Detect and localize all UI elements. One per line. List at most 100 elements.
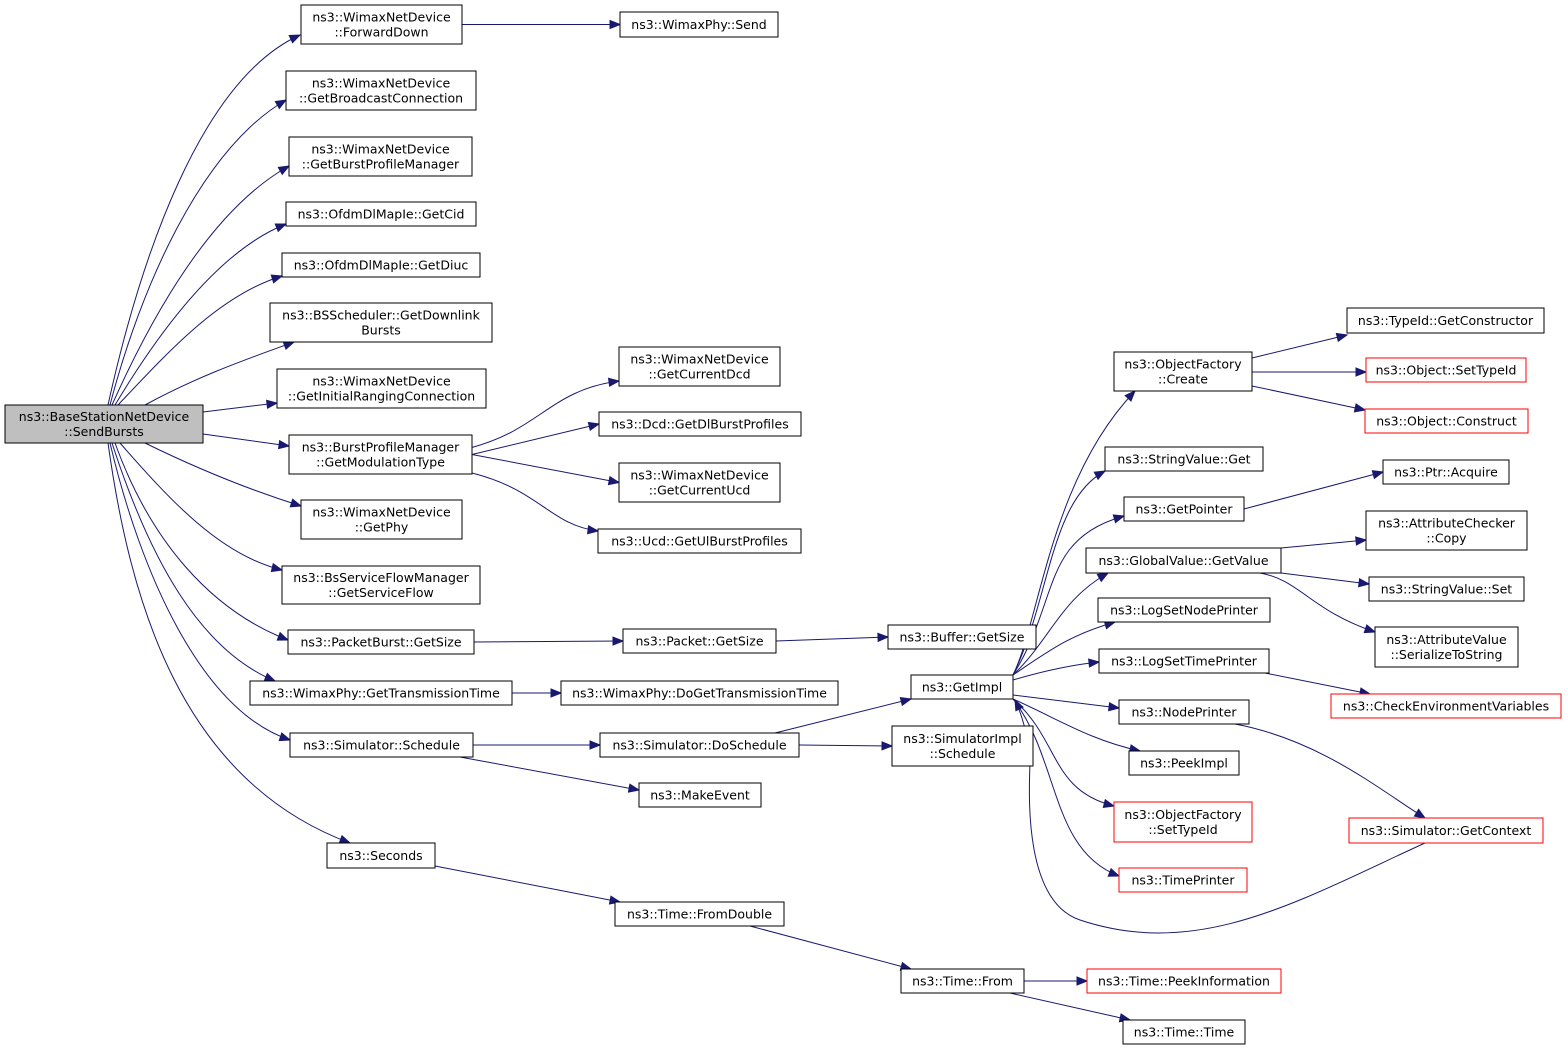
node-box[interactable] <box>618 462 781 503</box>
node-getTransmissionTime[interactable]: ns3::WimaxPhy::GetTransmissionTime <box>249 680 513 706</box>
node-box[interactable] <box>638 782 762 808</box>
node-box[interactable] <box>598 411 802 437</box>
node-box[interactable] <box>289 732 474 758</box>
node-box[interactable] <box>1118 867 1248 893</box>
node-getInitialRanging[interactable]: ns3::WimaxNetDevice::GetInitialRangingCo… <box>276 368 487 409</box>
node-box[interactable] <box>1104 446 1264 472</box>
node-timePrinter[interactable]: ns3::TimePrinter <box>1118 867 1248 893</box>
node-box[interactable] <box>622 628 777 654</box>
node-box[interactable] <box>1128 750 1240 776</box>
node-box[interactable] <box>891 725 1034 767</box>
node-getBurstProfileMgr[interactable]: ns3::WimaxNetDevice::GetBurstProfileMana… <box>288 136 473 177</box>
node-getCurrentUcd[interactable]: ns3::WimaxNetDevice::GetCurrentUcd <box>618 462 781 503</box>
node-box[interactable] <box>1364 408 1529 434</box>
node-box[interactable] <box>1085 547 1282 574</box>
node-box[interactable] <box>1365 357 1527 383</box>
node-seconds[interactable]: ns3::Seconds <box>326 842 436 869</box>
node-stringValueGet[interactable]: ns3::StringValue::Get <box>1104 446 1264 472</box>
node-logSetTimePrinter[interactable]: ns3::LogSetTimePrinter <box>1098 648 1270 674</box>
node-ptrAcquire[interactable]: ns3::Ptr::Acquire <box>1382 459 1510 485</box>
node-box[interactable] <box>300 4 463 45</box>
node-getBroadcast[interactable]: ns3::WimaxNetDevice::GetBroadcastConnect… <box>285 70 477 111</box>
node-simSchedule[interactable]: ns3::Simulator::Schedule <box>289 732 474 758</box>
node-box[interactable] <box>1365 510 1528 551</box>
node-timeFromDouble[interactable]: ns3::Time::FromDouble <box>614 901 785 927</box>
node-box[interactable] <box>326 842 436 869</box>
node-box[interactable] <box>1097 597 1271 623</box>
node-timeFrom[interactable]: ns3::Time::From <box>900 968 1025 994</box>
node-getImpl[interactable]: ns3::GetImpl <box>910 674 1014 700</box>
node-timeTime[interactable]: ns3::Time::Time <box>1122 1019 1246 1045</box>
node-peekInformation[interactable]: ns3::Time::PeekInformation <box>1086 968 1282 994</box>
node-box[interactable] <box>1382 459 1510 485</box>
node-box[interactable] <box>1113 801 1253 843</box>
node-box[interactable] <box>618 346 781 387</box>
node-box[interactable] <box>1113 351 1253 392</box>
node-typeIdGetConstructor[interactable]: ns3::TypeId::GetConstructor <box>1346 307 1545 334</box>
node-box[interactable] <box>285 201 477 227</box>
node-simDoSchedule[interactable]: ns3::Simulator::DoSchedule <box>599 732 800 758</box>
node-packetBurstGetSize[interactable]: ns3::PacketBurst::GetSize <box>287 629 475 655</box>
node-getCid[interactable]: ns3::OfdmDlMapIe::GetCid <box>285 201 477 227</box>
node-makeEvent[interactable]: ns3::MakeEvent <box>638 782 762 808</box>
node-box[interactable] <box>900 968 1025 994</box>
node-objectConstruct[interactable]: ns3::Object::Construct <box>1364 408 1529 434</box>
node-box[interactable] <box>1123 496 1245 522</box>
node-box[interactable] <box>288 434 473 475</box>
node-box[interactable] <box>619 11 779 38</box>
node-objFactoryCreate[interactable]: ns3::ObjectFactory::Create <box>1113 351 1253 392</box>
node-box[interactable] <box>910 674 1014 700</box>
node-box[interactable] <box>1122 1019 1246 1045</box>
node-globalValueGetValue[interactable]: ns3::GlobalValue::GetValue <box>1085 547 1282 574</box>
node-box[interactable] <box>1118 699 1250 725</box>
node-logSetNodePrinter[interactable]: ns3::LogSetNodePrinter <box>1097 597 1271 623</box>
node-box[interactable] <box>287 629 475 655</box>
node-objFactorySetTypeId[interactable]: ns3::ObjectFactory::SetTypeId <box>1113 801 1253 843</box>
node-attrCheckerCopy[interactable]: ns3::AttributeChecker::Copy <box>1365 510 1528 551</box>
node-box[interactable] <box>1098 648 1270 674</box>
node-box[interactable] <box>281 252 481 278</box>
node-box[interactable] <box>1368 576 1525 602</box>
node-box[interactable] <box>4 404 204 444</box>
node-box[interactable] <box>1346 307 1545 334</box>
node-box[interactable] <box>249 680 513 706</box>
node-doGetTransmissionTime[interactable]: ns3::WimaxPhy::DoGetTransmissionTime <box>560 680 839 706</box>
node-box[interactable] <box>1348 817 1544 844</box>
node-simGetContext[interactable]: ns3::Simulator::GetContext <box>1348 817 1544 844</box>
node-box[interactable] <box>1086 968 1282 994</box>
node-checkEnvVars[interactable]: ns3::CheckEnvironmentVariables <box>1330 693 1562 719</box>
node-box[interactable] <box>281 565 481 605</box>
node-peekImpl[interactable]: ns3::PeekImpl <box>1128 750 1240 776</box>
node-box[interactable] <box>599 732 800 758</box>
node-box[interactable] <box>269 302 493 343</box>
node-getModulationType[interactable]: ns3::BurstProfileManager::GetModulationT… <box>288 434 473 475</box>
node-simImplSchedule[interactable]: ns3::SimulatorImpl::Schedule <box>891 725 1034 767</box>
node-box[interactable] <box>614 901 785 927</box>
node-box[interactable] <box>276 368 487 409</box>
node-objectSetTypeId[interactable]: ns3::Object::SetTypeId <box>1365 357 1527 383</box>
node-getCurrentDcd[interactable]: ns3::WimaxNetDevice::GetCurrentDcd <box>618 346 781 387</box>
node-wimaxPhySend[interactable]: ns3::WimaxPhy::Send <box>619 11 779 38</box>
node-bufferGetSize[interactable]: ns3::Buffer::GetSize <box>887 624 1037 650</box>
node-getServiceFlow[interactable]: ns3::BsServiceFlowManager::GetServiceFlo… <box>281 565 481 605</box>
node-packetGetSize[interactable]: ns3::Packet::GetSize <box>622 628 777 654</box>
node-getDlBurstProfiles[interactable]: ns3::Dcd::GetDlBurstProfiles <box>598 411 802 437</box>
node-box[interactable] <box>887 624 1037 650</box>
node-nodePrinter[interactable]: ns3::NodePrinter <box>1118 699 1250 725</box>
node-getDiuc[interactable]: ns3::OfdmDlMapIe::GetDiuc <box>281 252 481 278</box>
node-box[interactable] <box>300 499 463 540</box>
node-box[interactable] <box>1374 626 1519 668</box>
node-getPointer[interactable]: ns3::GetPointer <box>1123 496 1245 522</box>
node-box[interactable] <box>288 136 473 177</box>
node-getUlBurstProfiles[interactable]: ns3::Ucd::GetUlBurstProfiles <box>597 528 802 554</box>
node-box[interactable] <box>560 680 839 706</box>
node-attrValueSerialize[interactable]: ns3::AttributeValue::SerializeToString <box>1374 626 1519 668</box>
node-box[interactable] <box>285 70 477 111</box>
node-stringValueSet[interactable]: ns3::StringValue::Set <box>1368 576 1525 602</box>
node-getPhy[interactable]: ns3::WimaxNetDevice::GetPhy <box>300 499 463 540</box>
node-box[interactable] <box>597 528 802 554</box>
node-root[interactable]: ns3::BaseStationNetDevice::SendBursts <box>4 404 204 444</box>
node-forwardDown[interactable]: ns3::WimaxNetDevice::ForwardDown <box>300 4 463 45</box>
node-box[interactable] <box>1330 693 1562 719</box>
